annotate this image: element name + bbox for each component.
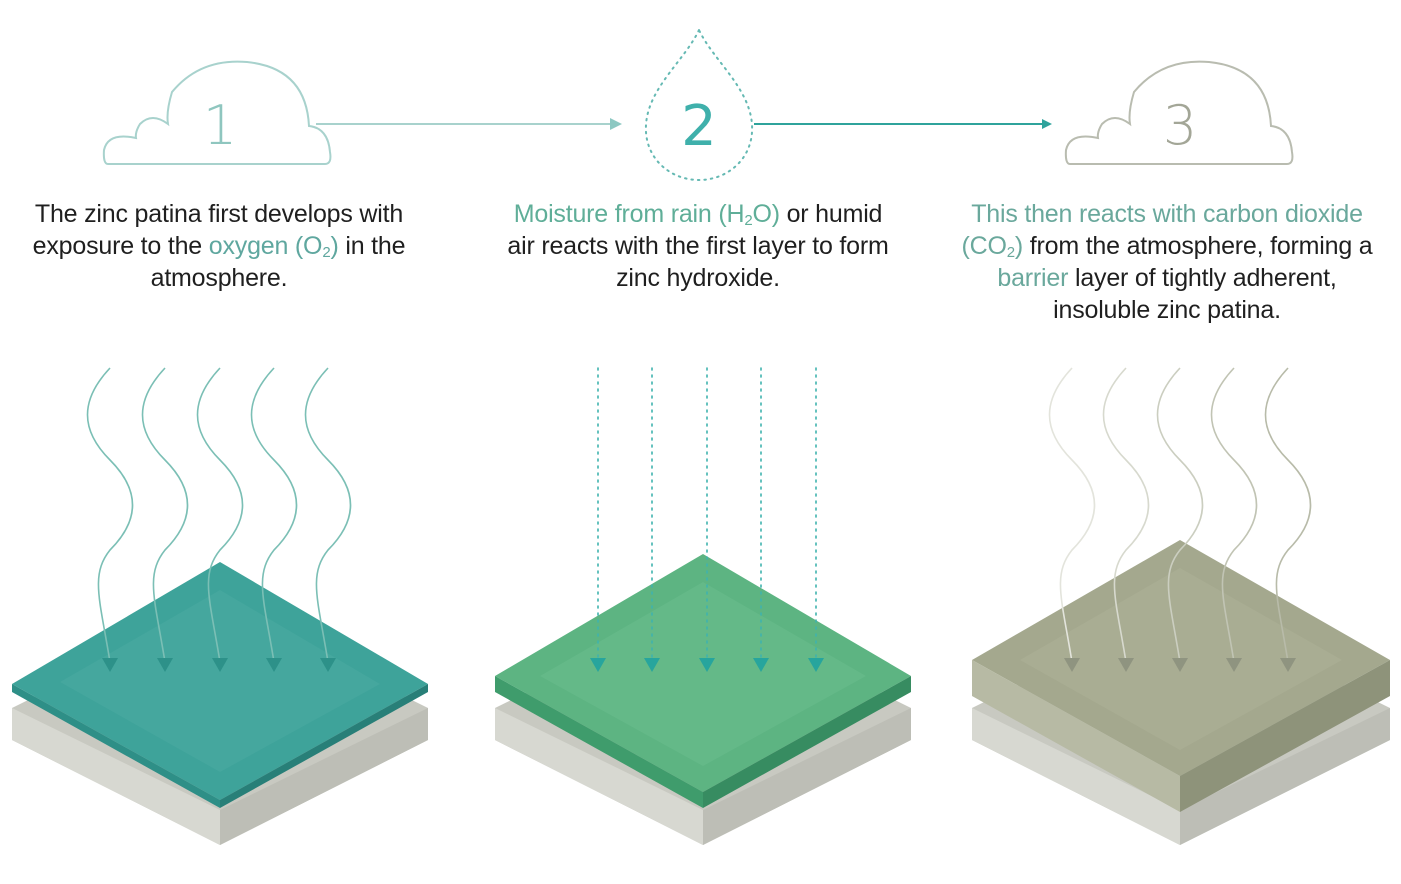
carbon-dioxide-highlight: This then reacts with carbon dioxide (CO…	[961, 200, 1363, 261]
step-2-water-drop-icon	[644, 27, 754, 182]
panel-2-arrowheads	[590, 658, 824, 672]
step-3-cloud-icon	[1064, 60, 1294, 165]
step-1-cloud-icon	[102, 60, 332, 165]
panel-3-co2-arrows	[1048, 367, 1312, 663]
step-1-text-after: in the atmosphere.	[150, 232, 406, 292]
oxygen-highlight: oxygen (O2)	[208, 232, 339, 261]
step-3-description: This then reacts with carbon dioxide (CO…	[946, 198, 1388, 326]
panel-2-slab	[495, 554, 911, 845]
step-1-description: The zinc patina first develops with expo…	[10, 198, 428, 294]
step-2-description: Moisture from rain (H2O) or humid air re…	[500, 198, 896, 294]
step-3-text-mid: from the atmosphere, forming a	[1023, 232, 1373, 260]
step-3-text-after: layer of tightly adherent, insoluble zin…	[1053, 264, 1337, 324]
panel-3-arrowheads	[1064, 658, 1296, 672]
panel-1-arrowheads	[102, 658, 336, 672]
step-1-text-before: The zinc patina first develops with expo…	[32, 200, 404, 260]
panel-2-moisture-arrows	[597, 367, 817, 659]
step-3-number: 3	[1163, 94, 1197, 157]
panel-3-slab	[972, 540, 1390, 845]
barrier-highlight: barrier	[997, 264, 1069, 292]
step-1-number: 1	[203, 94, 237, 157]
moisture-highlight: Moisture from rain (H2O)	[513, 200, 780, 229]
panel-1-oxygen-arrows	[86, 367, 352, 663]
panel-1-slab	[12, 562, 428, 845]
step-2-number: 2	[681, 94, 717, 159]
step-2-text-after: or humid air reacts with the first layer…	[507, 200, 889, 292]
